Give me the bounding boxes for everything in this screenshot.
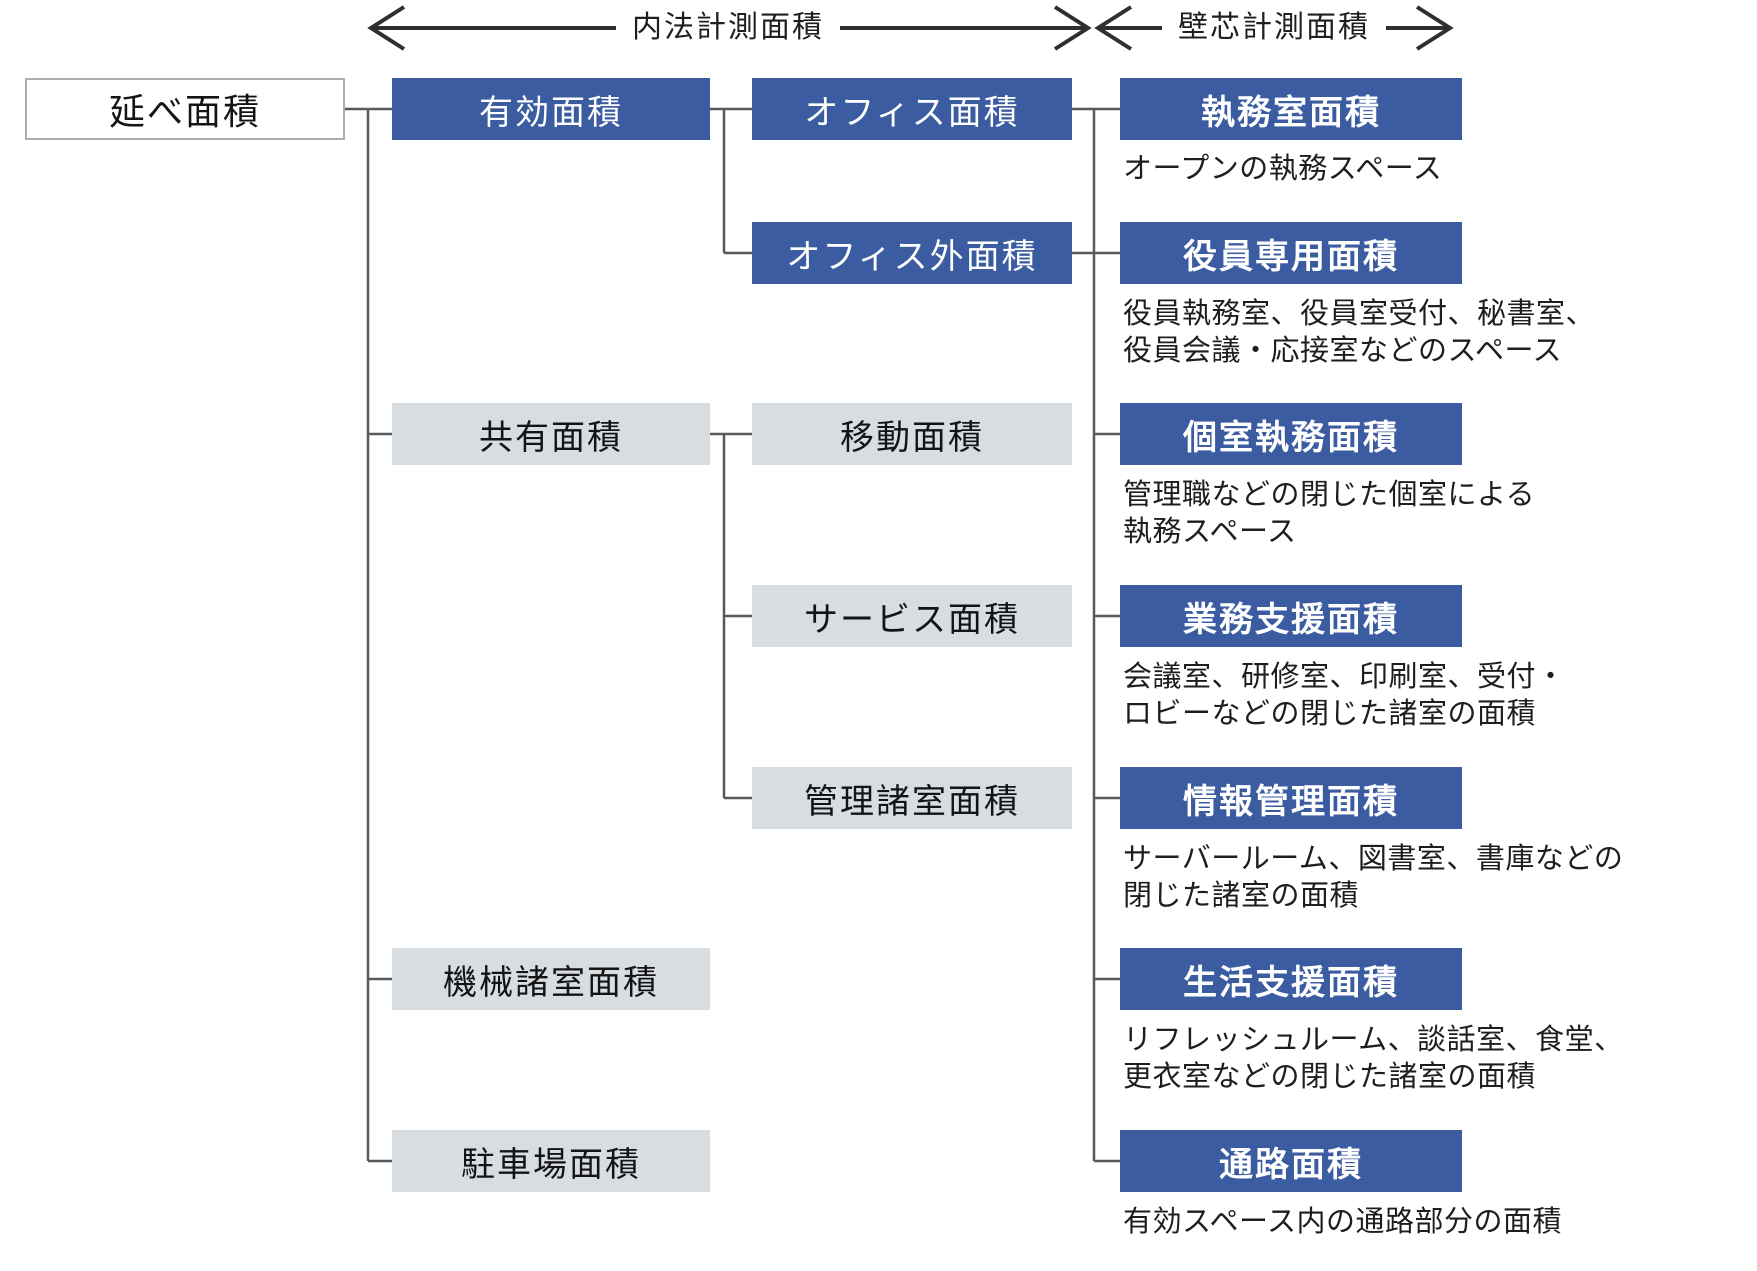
node-machine-rooms-area: 機械諸室面積 (392, 948, 710, 1010)
desc-executive-area: 役員執務室、役員室受付、秘書室、 役員会議・応接室などのスペース (1123, 298, 1596, 367)
node-executive-area: 役員専用面積 (1120, 222, 1462, 284)
node-parking-area: 駐車場面積 (392, 1130, 710, 1192)
desc-life-support-area: リフレッシュルーム、談話室、食堂、 更衣室などの閉じた諸室の面積 (1123, 1024, 1624, 1093)
node-service-area: サービス面積 (752, 585, 1072, 647)
node-non-office-area: オフィス外面積 (752, 222, 1072, 284)
node-passage-area: 通路面積 (1120, 1130, 1462, 1192)
desc-business-support-area: 会議室、研修室、印刷室、受付・ ロビーなどの閉じた諸室の面積 (1123, 661, 1566, 730)
node-total-floor-area: 延べ面積 (25, 78, 345, 140)
desc-information-management-area: サーバールーム、図書室、書庫などの 閉じた諸室の面積 (1123, 843, 1624, 912)
wall-center-measure-label: 壁芯計測面積 (1162, 6, 1386, 50)
node-shared-area: 共有面積 (392, 403, 710, 465)
node-admin-rooms-area: 管理諸室面積 (752, 767, 1072, 829)
desc-work-room-area: オープンの執務スペース (1123, 153, 1443, 185)
desc-private-office-area: 管理職などの閉じた個室による 執務スペース (1123, 479, 1536, 548)
desc-passage-area: 有効スペース内の通路部分の面積 (1123, 1206, 1563, 1238)
tree-connectors (345, 107, 1120, 1163)
node-work-room-area: 執務室面積 (1120, 78, 1462, 140)
node-life-support-area: 生活支援面積 (1120, 948, 1462, 1010)
node-effective-area: 有効面積 (392, 78, 710, 140)
node-business-support-area: 業務支援面積 (1120, 585, 1462, 647)
node-information-management-area: 情報管理面積 (1120, 767, 1462, 829)
node-office-area: オフィス面積 (752, 78, 1072, 140)
node-circulation-area: 移動面積 (752, 403, 1072, 465)
inside-dimension-measure-label: 内法計測面積 (616, 6, 840, 50)
node-private-office-area: 個室執務面積 (1120, 403, 1462, 465)
